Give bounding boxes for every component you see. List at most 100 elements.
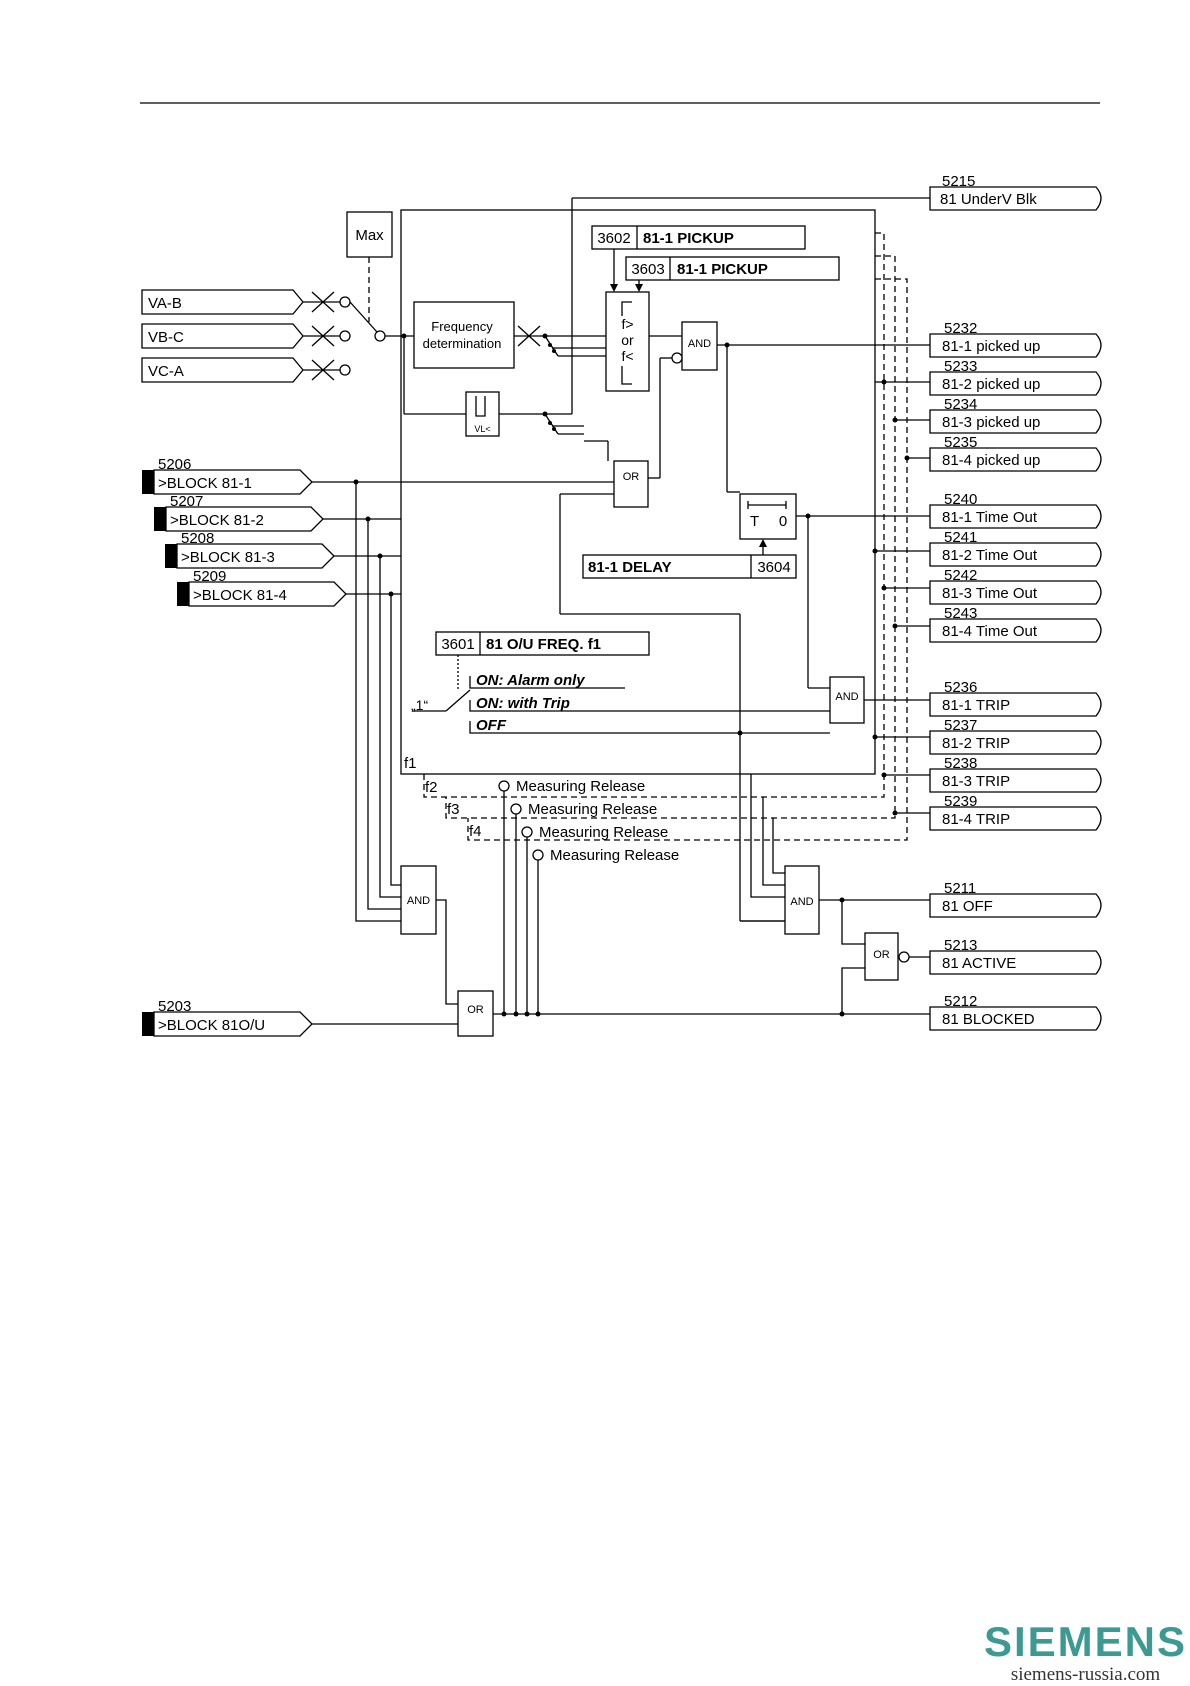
svg-text:81 BLOCKED: 81 BLOCKED bbox=[942, 1011, 1035, 1028]
output-5233: 5233 81-2 picked up bbox=[929, 358, 1102, 396]
svg-text:3604: 3604 bbox=[757, 559, 790, 576]
block-input-81-3: 5208 >BLOCK 81-3 bbox=[165, 530, 401, 569]
svg-text:„1“: „1“ bbox=[411, 697, 428, 713]
svg-text:5207: 5207 bbox=[170, 493, 203, 510]
svg-text:0: 0 bbox=[779, 513, 787, 530]
or-gate-blocked: OR bbox=[457, 990, 930, 1037]
svg-text:5206: 5206 bbox=[158, 456, 191, 473]
input-wiring bbox=[303, 291, 414, 381]
svg-text:Measuring Release: Measuring Release bbox=[550, 847, 679, 864]
svg-text:5237: 5237 bbox=[944, 717, 977, 734]
setting-3604[interactable]: 81-1 DELAY 3604 bbox=[582, 554, 797, 579]
svg-text:5240: 5240 bbox=[944, 491, 977, 508]
voltage-input-vab: VA-B bbox=[141, 289, 304, 315]
setting-3601[interactable]: 3601 81 O/U FREQ. f1 bbox=[435, 631, 650, 690]
svg-text:81-2 TRIP: 81-2 TRIP bbox=[942, 735, 1010, 752]
svg-text:AND: AND bbox=[790, 896, 813, 908]
svg-text:>BLOCK 81-3: >BLOCK 81-3 bbox=[181, 549, 275, 566]
brand-name: SIEMENS bbox=[983, 1618, 1188, 1665]
svg-text:5208: 5208 bbox=[181, 530, 214, 547]
output-5234: 5234 81-3 picked up bbox=[929, 396, 1102, 434]
svg-text:AND: AND bbox=[835, 691, 858, 703]
svg-text:OR: OR bbox=[873, 949, 890, 961]
svg-text:T: T bbox=[750, 513, 759, 530]
svg-text:81-3 Time Out: 81-3 Time Out bbox=[942, 585, 1038, 602]
stage-label-f3: f3 bbox=[447, 801, 460, 818]
block-taps bbox=[353, 479, 401, 922]
measuring-release: Measuring Release Measuring Release Meas… bbox=[498, 778, 679, 1017]
svg-text:3602: 3602 bbox=[597, 230, 630, 247]
svg-text:5235: 5235 bbox=[944, 434, 977, 451]
svg-text:5232: 5232 bbox=[944, 320, 977, 337]
output-5240: 5240 81-1 Time Out bbox=[929, 491, 1102, 529]
svg-text:>BLOCK 81-2: >BLOCK 81-2 bbox=[170, 512, 264, 529]
svg-text:81-2 Time Out: 81-2 Time Out bbox=[942, 547, 1038, 564]
undervoltage-block: VL< bbox=[403, 197, 930, 461]
svg-text:5234: 5234 bbox=[944, 396, 977, 413]
svg-text:81-2 picked up: 81-2 picked up bbox=[942, 376, 1040, 393]
frequency-comparator: f> or f< bbox=[605, 291, 650, 392]
svg-text:ON: with Trip: ON: with Trip bbox=[476, 695, 570, 712]
block-input-81-1: 5206 >BLOCK 81-1 bbox=[142, 456, 614, 495]
svg-text:81-1 DELAY: 81-1 DELAY bbox=[588, 559, 672, 576]
output-5242: 5242 81-3 Time Out bbox=[929, 567, 1102, 605]
svg-text:81 UnderV Blk: 81 UnderV Blk bbox=[940, 191, 1037, 208]
block-input-81-4: 5209 >BLOCK 81-4 bbox=[177, 568, 401, 607]
svg-text:5241: 5241 bbox=[944, 529, 977, 546]
svg-text:81-4 TRIP: 81-4 TRIP bbox=[942, 811, 1010, 828]
setting-arrows bbox=[610, 249, 643, 292]
setting-3602[interactable]: 3602 81-1 PICKUP bbox=[591, 225, 806, 250]
mode-switch: „1“ ON: Alarm only ON: with Trip OFF bbox=[411, 672, 830, 922]
svg-text:Measuring Release: Measuring Release bbox=[516, 778, 645, 795]
block-input-81-2: 5207 >BLOCK 81-2 bbox=[154, 493, 401, 532]
siemens-logo: SIEMENS siemens-russia.com bbox=[983, 1620, 1188, 1686]
svg-text:5236: 5236 bbox=[944, 679, 977, 696]
svg-text:VB-C: VB-C bbox=[148, 329, 184, 346]
setting-3603[interactable]: 3603 81-1 PICKUP bbox=[625, 256, 840, 281]
svg-text:AND: AND bbox=[407, 895, 430, 907]
svg-text:determination: determination bbox=[423, 336, 502, 351]
stage-label-f2: f2 bbox=[425, 779, 438, 796]
svg-text:Measuring Release: Measuring Release bbox=[528, 801, 657, 818]
svg-text:f<: f< bbox=[621, 348, 633, 364]
output-5238: 5238 81-3 TRIP bbox=[929, 755, 1102, 793]
svg-text:VL<: VL< bbox=[474, 424, 490, 434]
svg-text:81-1 TRIP: 81-1 TRIP bbox=[942, 697, 1010, 714]
output-5236: 5236 81-1 TRIP bbox=[929, 679, 1102, 717]
svg-text:5213: 5213 bbox=[944, 937, 977, 954]
svg-text:81 O/U FREQ. f1: 81 O/U FREQ. f1 bbox=[486, 636, 601, 653]
svg-text:81 OFF: 81 OFF bbox=[942, 898, 993, 915]
svg-text:5203: 5203 bbox=[158, 998, 191, 1015]
stage-output-wires bbox=[872, 379, 930, 816]
svg-text:5211: 5211 bbox=[944, 880, 976, 897]
delay-timer: T 0 bbox=[739, 493, 930, 689]
svg-text:81-3 TRIP: 81-3 TRIP bbox=[942, 773, 1010, 790]
svg-text:VA-B: VA-B bbox=[148, 295, 182, 312]
svg-text:f>: f> bbox=[621, 316, 633, 332]
brand-url: siemens-russia.com bbox=[1010, 1664, 1161, 1685]
and-gate-off: AND bbox=[740, 774, 930, 945]
output-5215: 5215 81 UnderV Blk bbox=[929, 173, 1102, 211]
svg-text:81-1 PICKUP: 81-1 PICKUP bbox=[643, 230, 734, 247]
block-input-81ou: 5203 >BLOCK 81O/U bbox=[142, 998, 458, 1037]
svg-text:5238: 5238 bbox=[944, 755, 977, 772]
svg-text:81-1 picked up: 81-1 picked up bbox=[942, 338, 1040, 355]
voltage-input-vca: VC-A bbox=[141, 357, 304, 383]
svg-text:AND: AND bbox=[688, 338, 711, 350]
svg-text:5242: 5242 bbox=[944, 567, 977, 584]
or-gate-active: OR bbox=[839, 932, 930, 1017]
svg-text:81-4 Time Out: 81-4 Time Out bbox=[942, 623, 1038, 640]
svg-text:81 ACTIVE: 81 ACTIVE bbox=[942, 955, 1016, 972]
output-5241: 5241 81-2 Time Out bbox=[929, 529, 1102, 567]
output-5232: 5232 81-1 picked up bbox=[929, 320, 1102, 358]
svg-text:Frequency: Frequency bbox=[431, 319, 493, 334]
and-gate-all-block: AND bbox=[400, 865, 458, 1005]
output-5213: 5213 81 ACTIVE bbox=[929, 937, 1102, 975]
output-5239: 5239 81-4 TRIP bbox=[929, 793, 1102, 831]
svg-text:5233: 5233 bbox=[944, 358, 977, 375]
stage-label-f4: f4 bbox=[469, 823, 482, 840]
frequency-determination-block: Frequency determination bbox=[413, 301, 606, 369]
svg-text:3601: 3601 bbox=[441, 636, 474, 653]
svg-text:>BLOCK 81-1: >BLOCK 81-1 bbox=[158, 475, 252, 492]
